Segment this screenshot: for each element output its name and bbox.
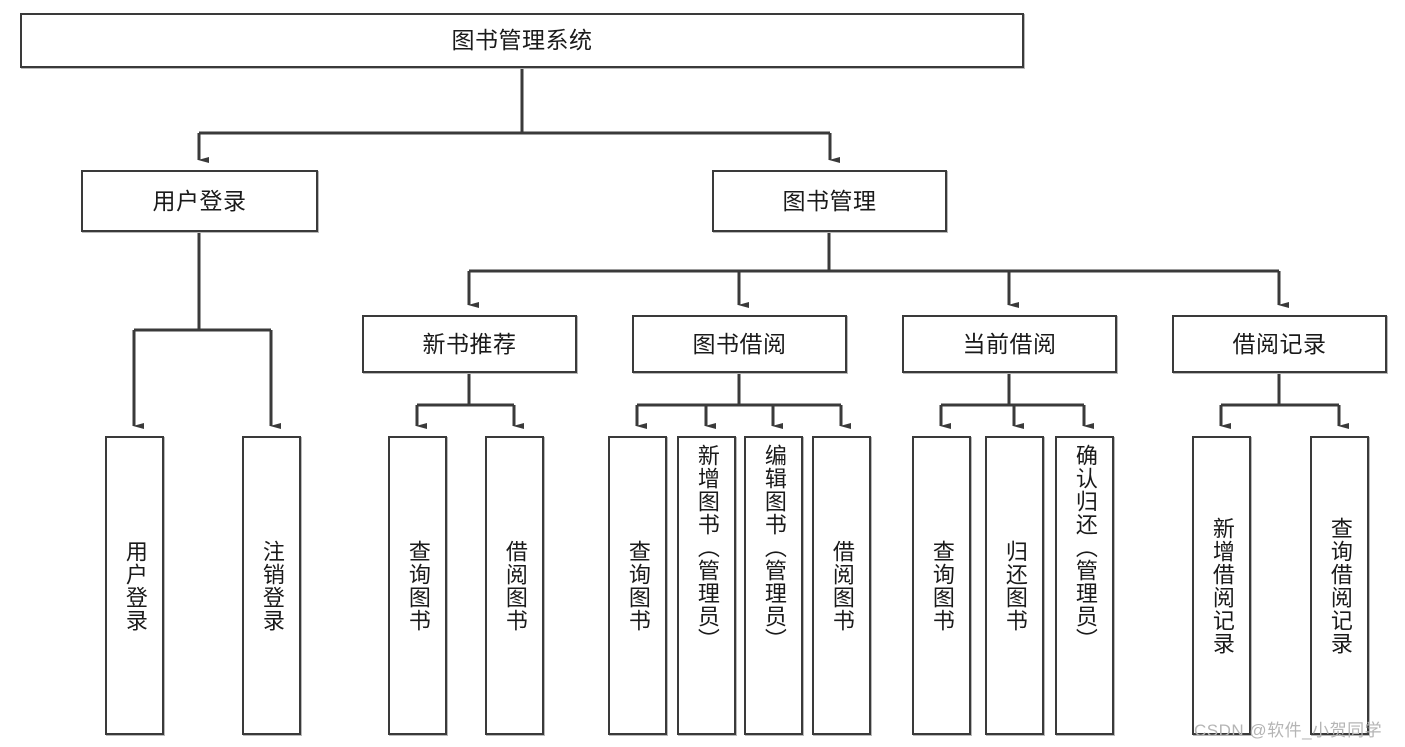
node-leaf-user-logout[interactable]: 注销登录 (242, 436, 301, 735)
node-label: 查询图书 (929, 539, 955, 632)
node-label: 图书管理 (782, 187, 877, 214)
node-leaf-confirm-return[interactable]: 确认归还（管理员） (1055, 436, 1114, 735)
node-label: 图书借阅 (692, 330, 787, 357)
node-leaf-query-book-1[interactable]: 查询图书 (388, 436, 447, 735)
node-leaf-borrow-book-1[interactable]: 借阅图书 (485, 436, 544, 735)
node-label: 注销登录 (259, 539, 285, 632)
node-label: 确认归还（管理员） (1072, 444, 1098, 651)
node-label: 归还图书 (1002, 539, 1028, 632)
node-label: 用户登录 (152, 187, 247, 214)
node-leaf-add-book[interactable]: 新增图书（管理员） (677, 436, 736, 735)
node-label: 图书管理系统 (451, 27, 593, 54)
node-leaf-return-book[interactable]: 归还图书 (985, 436, 1044, 735)
node-label: 当前借阅 (962, 330, 1057, 357)
node-root[interactable]: 图书管理系统 (20, 13, 1024, 68)
node-leaf-borrow-book-2[interactable]: 借阅图书 (812, 436, 871, 735)
node-leaf-query-record[interactable]: 查询借阅记录 (1310, 436, 1369, 735)
node-leaf-edit-book[interactable]: 编辑图书（管理员） (744, 436, 803, 735)
node-label: 新增借阅记录 (1209, 516, 1235, 655)
node-book-borrow[interactable]: 图书借阅 (632, 315, 847, 373)
node-label: 查询图书 (405, 539, 431, 632)
node-new-book-recommend[interactable]: 新书推荐 (362, 315, 577, 373)
node-label: 新书推荐 (422, 330, 517, 357)
node-label: 编辑图书（管理员） (761, 444, 787, 651)
node-label: 借阅图书 (502, 539, 528, 632)
node-label: 借阅记录 (1232, 330, 1327, 357)
node-user-login[interactable]: 用户登录 (81, 170, 318, 232)
node-borrow-record[interactable]: 借阅记录 (1172, 315, 1387, 373)
node-leaf-query-book-3[interactable]: 查询图书 (912, 436, 971, 735)
node-leaf-query-book-2[interactable]: 查询图书 (608, 436, 667, 735)
node-current-borrow[interactable]: 当前借阅 (902, 315, 1117, 373)
node-book-management[interactable]: 图书管理 (712, 170, 947, 232)
node-label: 借阅图书 (829, 539, 855, 632)
node-label: 查询图书 (625, 539, 651, 632)
node-label: 查询借阅记录 (1327, 516, 1353, 655)
csdn-watermark: CSDN @软件_小贺同学 (1194, 721, 1383, 740)
node-leaf-user-login[interactable]: 用户登录 (105, 436, 164, 735)
node-label: 用户登录 (122, 539, 148, 632)
node-leaf-add-record[interactable]: 新增借阅记录 (1192, 436, 1251, 735)
node-label: 新增图书（管理员） (694, 444, 720, 651)
